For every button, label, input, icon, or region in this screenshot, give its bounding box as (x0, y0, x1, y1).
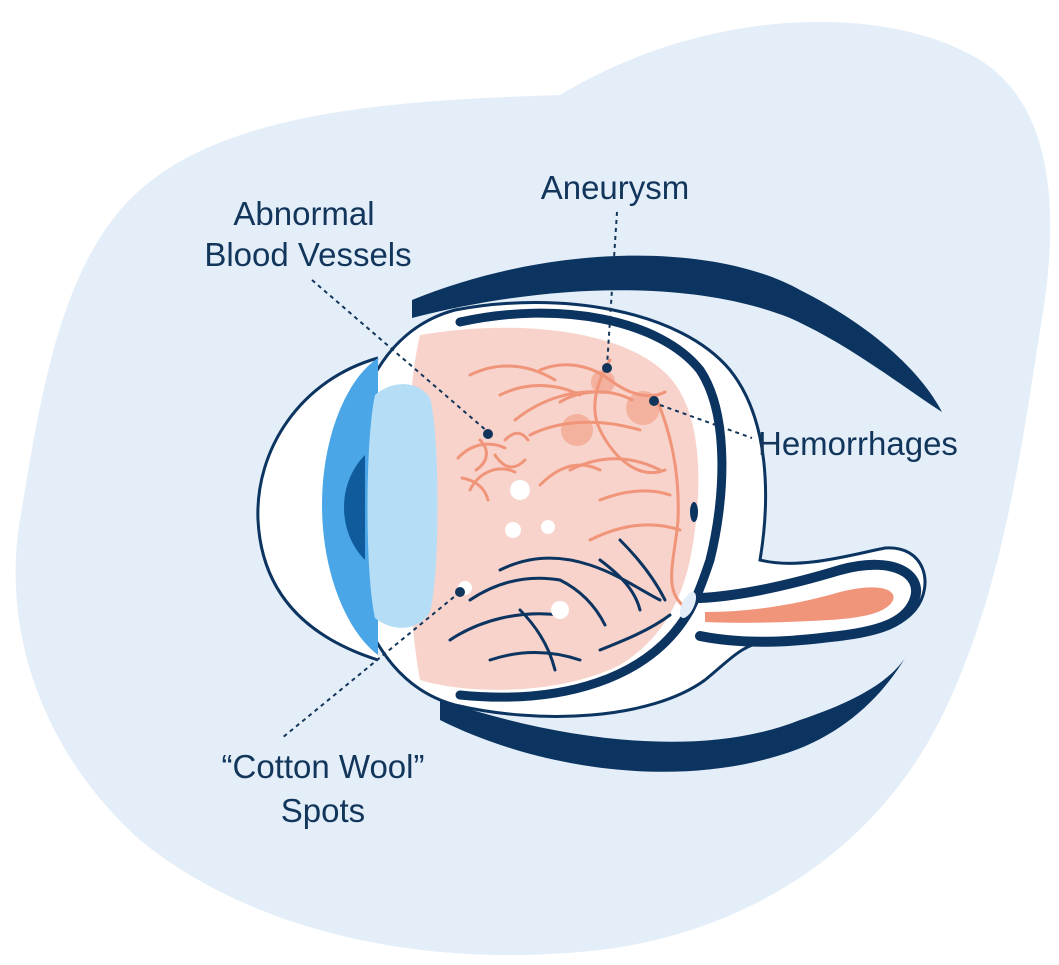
lens (368, 384, 438, 628)
label-abnormal-line1: Abnormal (233, 195, 374, 232)
label-cotton-line2: Spots (281, 792, 365, 829)
label-hemorrhages: Hemorrhages (758, 425, 958, 462)
label-abnormal-line2: Blood Vessels (204, 236, 411, 273)
retina-surface (407, 328, 699, 690)
hemorrhage-blob-2 (561, 414, 593, 446)
optic-disc (690, 502, 698, 522)
label-cotton-line1: “Cotton Wool” (222, 748, 425, 785)
label-aneurysm: Aneurysm (541, 169, 690, 206)
aneurysm-blob (591, 370, 615, 394)
